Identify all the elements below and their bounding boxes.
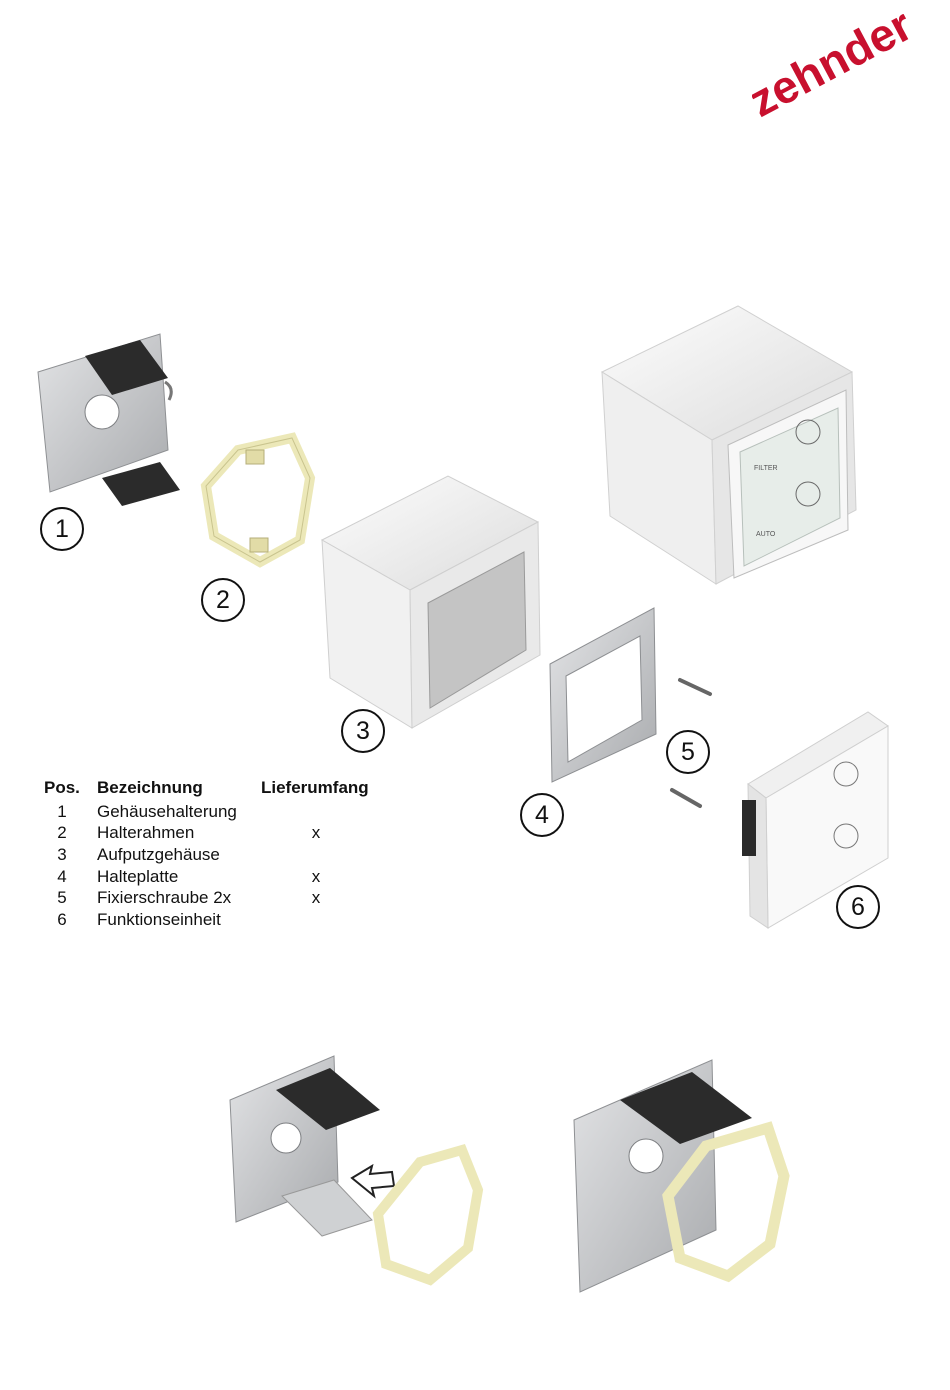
part-4-holding-plate: [550, 608, 656, 782]
table-row: 2 Halterahmen x: [44, 823, 371, 845]
table-row: 4 Halteplatte x: [44, 866, 371, 888]
row-name: Halterahmen: [97, 823, 261, 845]
assembly-step-insert: [230, 1056, 478, 1280]
part-2-frame-ring: [206, 438, 310, 562]
row-pos: 4: [44, 866, 97, 888]
table-row: 3 Aufputzgehäuse: [44, 844, 371, 866]
row-scope: [261, 801, 371, 823]
svg-text:AUTO: AUTO: [756, 531, 776, 538]
row-pos: 2: [44, 823, 97, 845]
row-scope: [261, 844, 371, 866]
callout-2: 2: [201, 578, 245, 622]
row-name: Aufputzgehäuse: [97, 844, 261, 866]
row-pos: 6: [44, 909, 97, 931]
row-scope: x: [261, 866, 371, 888]
row-pos: 1: [44, 801, 97, 823]
row-name: Fixierschraube 2x: [97, 887, 261, 909]
table-row: 5 Fixierschraube 2x x: [44, 887, 371, 909]
parts-list-table: Pos. Bezeichnung Lieferumfang 1 Gehäuseh…: [44, 777, 371, 931]
header-pos: Pos.: [44, 777, 97, 801]
callout-1: 1: [40, 507, 84, 551]
callout-3: 3: [341, 709, 385, 753]
row-scope: x: [261, 823, 371, 845]
row-name: Gehäusehalterung: [97, 801, 261, 823]
part-1-housing-holder: [38, 334, 180, 506]
svg-text:FILTER: FILTER: [754, 465, 778, 472]
row-name: Funktionseinheit: [97, 909, 261, 931]
callout-4: 4: [520, 793, 564, 837]
row-scope: [261, 909, 371, 931]
table-row: 6 Funktionseinheit: [44, 909, 371, 931]
assembly-step-assembled: [574, 1060, 784, 1292]
row-pos: 5: [44, 887, 97, 909]
table-row: 1 Gehäusehalterung: [44, 801, 371, 823]
assembled-control-unit: FILTER AUTO: [602, 306, 856, 584]
header-scope: Lieferumfang: [261, 777, 371, 801]
row-name: Halteplatte: [97, 866, 261, 888]
callout-5: 5: [666, 730, 710, 774]
row-scope: x: [261, 887, 371, 909]
header-name: Bezeichnung: [97, 777, 261, 801]
callout-6: 6: [836, 885, 880, 929]
part-3-surface-housing: [322, 476, 540, 728]
table-header-row: Pos. Bezeichnung Lieferumfang: [44, 777, 371, 801]
row-pos: 3: [44, 844, 97, 866]
